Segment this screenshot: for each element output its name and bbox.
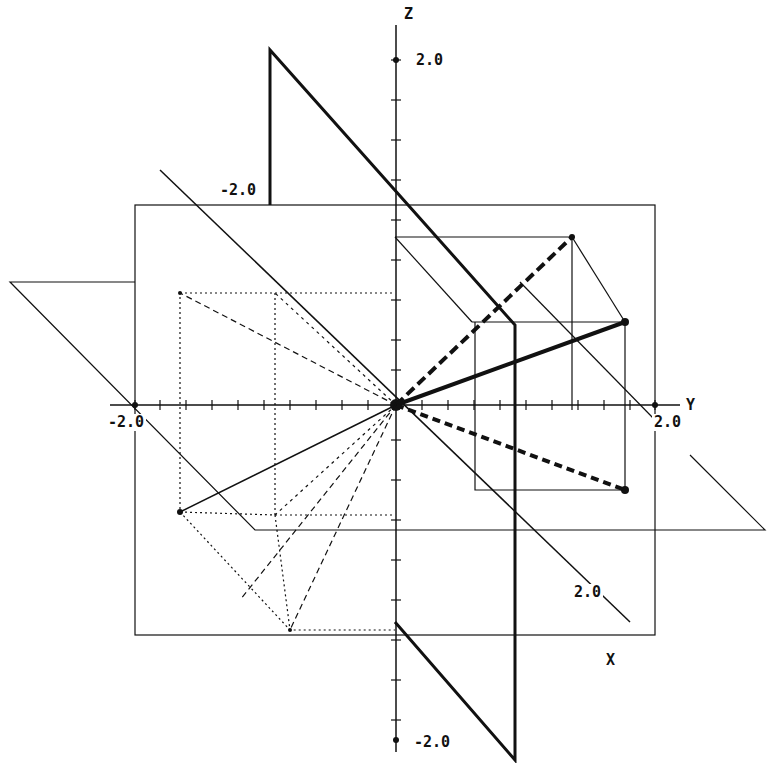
- axis-label: Z: [402, 6, 415, 23]
- axis-label: 2.0: [652, 414, 683, 431]
- axis-label: Y: [684, 397, 697, 414]
- axis-label: 2.0: [414, 52, 445, 69]
- axis-label: X: [604, 652, 617, 669]
- axis-label: 2.0: [572, 584, 603, 601]
- axis-label: -2.0: [106, 414, 146, 431]
- axis-label: -2.0: [412, 734, 452, 751]
- axis-label: -2.0: [218, 182, 258, 199]
